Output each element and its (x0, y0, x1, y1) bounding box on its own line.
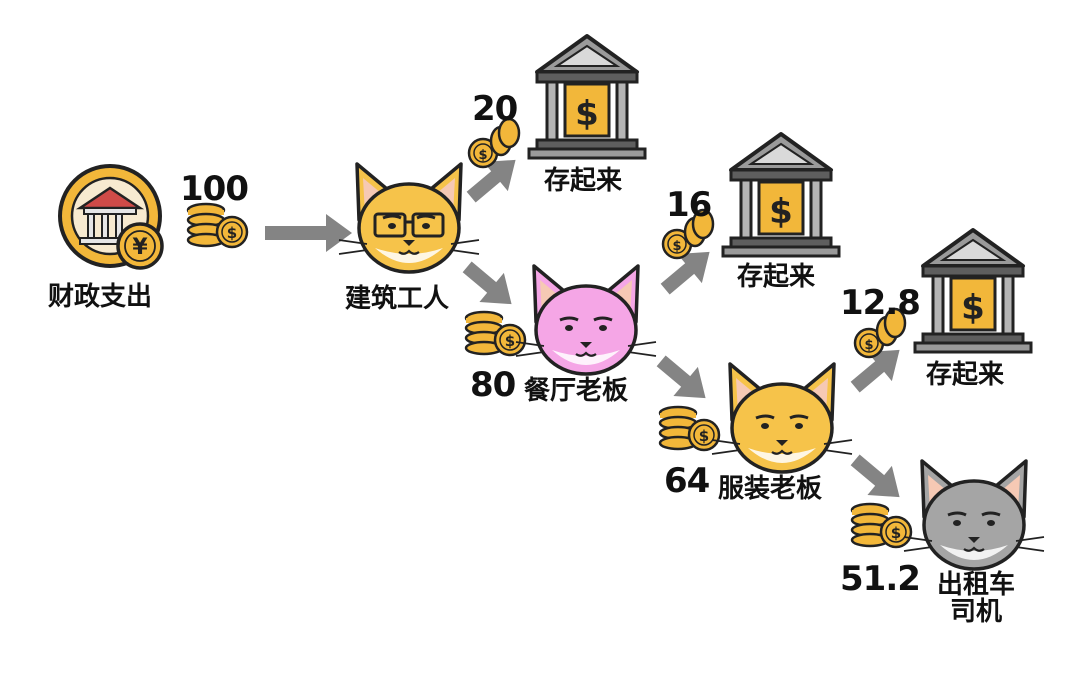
arrow-right-icon (265, 214, 352, 252)
node-label-worker: 建筑工人 (345, 284, 450, 314)
arrow-down-right-icon (656, 355, 706, 399)
bank-label-1: 存起来 (544, 166, 623, 196)
cat-yellow-icon (710, 362, 854, 474)
coin-stack-icon (850, 502, 913, 549)
node-label-government: 财政支出 (48, 282, 153, 312)
amount-worker-save: 20 (472, 89, 518, 129)
cat-glasses-icon (337, 162, 481, 274)
node-label-taxi: 出租车 司机 (926, 570, 1026, 628)
amount-restaurant-spend: 64 (664, 461, 710, 501)
arrow-up-right-icon (466, 159, 516, 203)
node-label-taxi-line2: 司机 (949, 597, 1002, 628)
node-label-taxi-line1: 出租车 (936, 570, 1015, 600)
amount-worker-spend: 80 (470, 365, 516, 405)
bank-dollar-icon (913, 228, 1033, 354)
amount-clothing-spend: 51.2 (840, 559, 921, 599)
bank-dollar-icon (721, 132, 841, 258)
coin-stack-icon (464, 310, 527, 357)
node-label-restaurant: 餐厅老板 (524, 376, 629, 406)
svg-text:¥: ¥ (132, 235, 148, 260)
bank-building-yen-coin-icon: ¥ (58, 164, 164, 270)
amount-clothing-save: 12.8 (840, 283, 921, 323)
amount-restaurant-save: 16 (666, 185, 712, 225)
bank-dollar-icon (527, 34, 647, 160)
node-label-clothing: 服装老板 (718, 474, 823, 504)
amount-spend-total: 100 (180, 169, 249, 209)
arrow-up-right-icon (850, 349, 900, 393)
arrow-up-right-icon (660, 251, 710, 295)
bank-label-3: 存起来 (926, 360, 1005, 390)
coin-stack-icon (186, 202, 249, 249)
flow-arrows (265, 159, 900, 498)
cat-pink-icon (514, 264, 658, 376)
bank-label-2: 存起来 (737, 262, 816, 292)
cat-gray-icon (902, 459, 1046, 571)
arrow-down-right-icon (462, 261, 512, 305)
coin-stack-icon (658, 405, 721, 452)
arrow-down-right-icon (850, 454, 900, 498)
